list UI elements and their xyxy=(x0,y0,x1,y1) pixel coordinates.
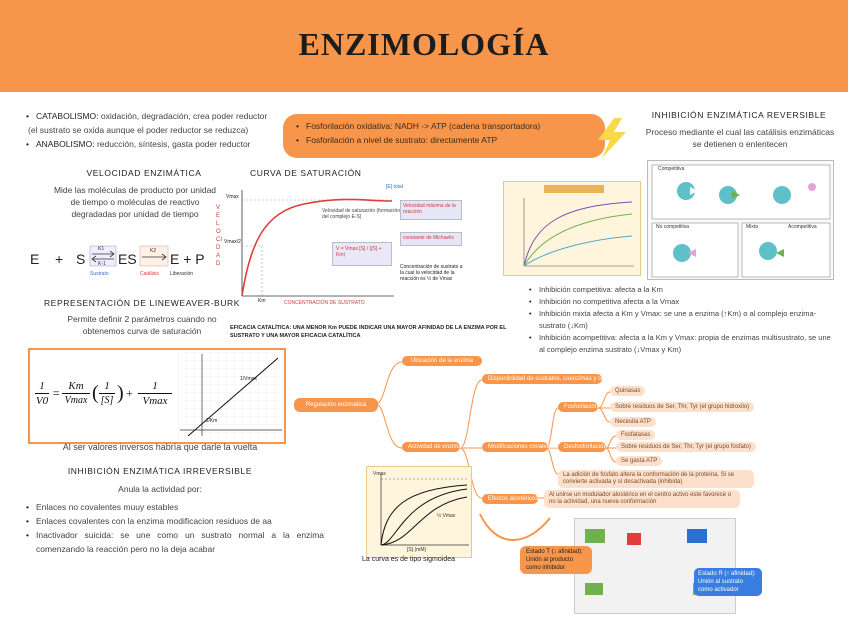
reversible-item: Inhibición acompetitiva: afecta a la Km … xyxy=(527,332,833,356)
irreversible-list: Enlaces no covalentes muuy estables Enla… xyxy=(24,500,324,556)
reversible-item: Inhibición no competitiva afecta a la Vm… xyxy=(527,296,833,308)
sigmoid-caption: La curva es de tipo sigmoidea xyxy=(362,556,455,563)
saturation-figure: VELOCIDAD Vmax Vmax/2 Km CONCENTRACIÓN D… xyxy=(214,184,468,318)
substrate-symbol: S xyxy=(76,251,86,267)
mindmap-leaf: Quinasas xyxy=(610,386,646,396)
reversible-list: Inhibición competitiva: afecta a la Km I… xyxy=(527,284,833,356)
product-symbol: E + P xyxy=(170,251,205,267)
reversible-item: Inhibición mixta afecta a Km y Vmax: se … xyxy=(527,308,833,332)
sigmoid-plot xyxy=(380,473,469,546)
mindmap-leaf: Sobre residuos de Ser, Thr, Tyr (el grup… xyxy=(616,442,756,452)
velocity-text: Mide las moléculas de producto por unida… xyxy=(53,185,217,219)
lightning-icon xyxy=(598,118,626,158)
mindmap-node: Efectos alostéricos xyxy=(482,494,538,504)
lineweaver-plot: 1/Vmax -1/Km xyxy=(178,352,284,440)
mindmap-node: Ubicación de la enzima xyxy=(402,356,482,366)
mindmap-node: Desfosforilación xyxy=(558,442,607,452)
svg-text:-1/Km: -1/Km xyxy=(204,418,217,424)
allosteric-drawing xyxy=(585,529,711,595)
forward-arrow-icon xyxy=(139,245,169,267)
plus-symbol: + xyxy=(55,251,64,267)
mindmap-leaf: Fosfatasas xyxy=(616,430,656,440)
mindmap-node: Fosforilación xyxy=(558,402,598,412)
mindmap-leaf: Al unirse un modulador alostérico en el … xyxy=(544,490,740,508)
allosteric-figure xyxy=(574,518,736,614)
mindmap-root: Regulación enzimática xyxy=(294,398,378,412)
lineweaver-title: REPRESENTACIÓN DE LINEWEAVER-BURK xyxy=(43,298,241,308)
irreversible-title: INHIBICIÓN ENZIMÁTICA IRREVERSIBLE xyxy=(67,466,253,476)
enzyme-symbol: E xyxy=(30,251,40,267)
mindmap-node: Actividad de enzima xyxy=(402,442,462,452)
reversible-item: Inhibición competitiva: afecta a la Km xyxy=(527,284,833,296)
mindmap-node: Modificaciones covalentes xyxy=(482,442,558,452)
complex-symbol: ES xyxy=(118,251,137,267)
velocity-title: VELOCIDAD ENZIMÁTICA xyxy=(86,168,202,178)
header-banner xyxy=(0,0,848,92)
saturation-yaxis: VELOCIDAD xyxy=(216,205,222,267)
equilibrium-arrow-icon xyxy=(89,245,117,267)
mindmap-leaf: Sobre residuos de Ser, Thr, Tyr (el grup… xyxy=(610,402,755,412)
saturation-title: CURVA DE SATURACIÓN xyxy=(250,168,362,178)
reversible-title: INHIBICIÓN ENZIMÁTICA REVERSIBLE xyxy=(651,110,827,120)
lineweaver-caption: Al ser valores inversos habría que darle… xyxy=(62,442,258,452)
efficiency-note: EFICACIA CATALÍTICA: UNA MENOR Km PUEDE … xyxy=(230,325,507,339)
state-r-box: Estado R (↑ afinidad): Unión al sustrato… xyxy=(694,568,762,596)
phosphorylation-item: Fosforilación oxidativa: NADH -> ATP (ca… xyxy=(294,119,604,133)
inhibition-curves-figure xyxy=(503,181,641,276)
sigmoid-figure: Vmax ½ Vmax [S] (mM) xyxy=(366,466,472,558)
anabolism-item: ANABOLISMO: reducción, síntesis, gasta p… xyxy=(24,137,294,151)
metabolism-list: CATABOLISMO: oxidación, degradación, cre… xyxy=(24,109,294,151)
irreversible-subtitle: Anula la actividad por: xyxy=(118,484,202,494)
lineweaver-box: 1 V0 = Km Vmax ( 1 [S] ) + 1 Vmax 1/Vmax… xyxy=(28,348,286,444)
irreversible-item: Enlaces covalentes con la enzima modific… xyxy=(24,514,324,528)
mindmap-node: Disponibilidad de sustratos, coenzimas y… xyxy=(482,374,626,384)
phosphorylation-item: Fosforilación a nivel de sustrato: direc… xyxy=(294,133,604,147)
phosphorylation-list: Fosforilación oxidativa: NADH -> ATP (ca… xyxy=(294,119,604,147)
catabolism-item: CATABOLISMO: oxidación, degradación, cre… xyxy=(24,109,294,137)
irreversible-item: Enlaces no covalentes muuy estables xyxy=(24,500,324,514)
lineweaver-equation: 1 V0 = Km Vmax ( 1 [S] ) + 1 Vmax xyxy=(34,380,184,420)
saturation-plot xyxy=(241,190,394,297)
page-title: ENZIMOLOGÍA xyxy=(298,26,550,62)
mindmap-leaf: Se gasta ATP xyxy=(616,456,663,466)
lineweaver-text: Permite definir 2 parámetros cuando no o… xyxy=(67,314,217,336)
inhibition-curves-plot xyxy=(523,185,634,267)
mindmap-leaf: La adición de fosfato altera la conforma… xyxy=(558,470,754,488)
curly-bracket xyxy=(479,513,551,541)
svg-text:1/Vmax: 1/Vmax xyxy=(240,376,257,382)
reversible-text: Proceso mediante el cual las catálisis e… xyxy=(645,127,835,149)
irreversible-item: Inactivador suicida: se une como un sust… xyxy=(24,528,324,556)
inhibition-diagram-drawing xyxy=(651,164,831,278)
mindmap-leaf: Necesita ATP xyxy=(610,417,656,427)
reaction-equation: E + S K1 K-1 ES K2 E + P Sustrato Catáli… xyxy=(30,245,205,277)
inhibition-diagram: Competitiva No competitiva Mixta Acompet… xyxy=(647,160,834,280)
state-t-box: Estado T (↓ afinidad): Unión al producto… xyxy=(520,546,592,574)
